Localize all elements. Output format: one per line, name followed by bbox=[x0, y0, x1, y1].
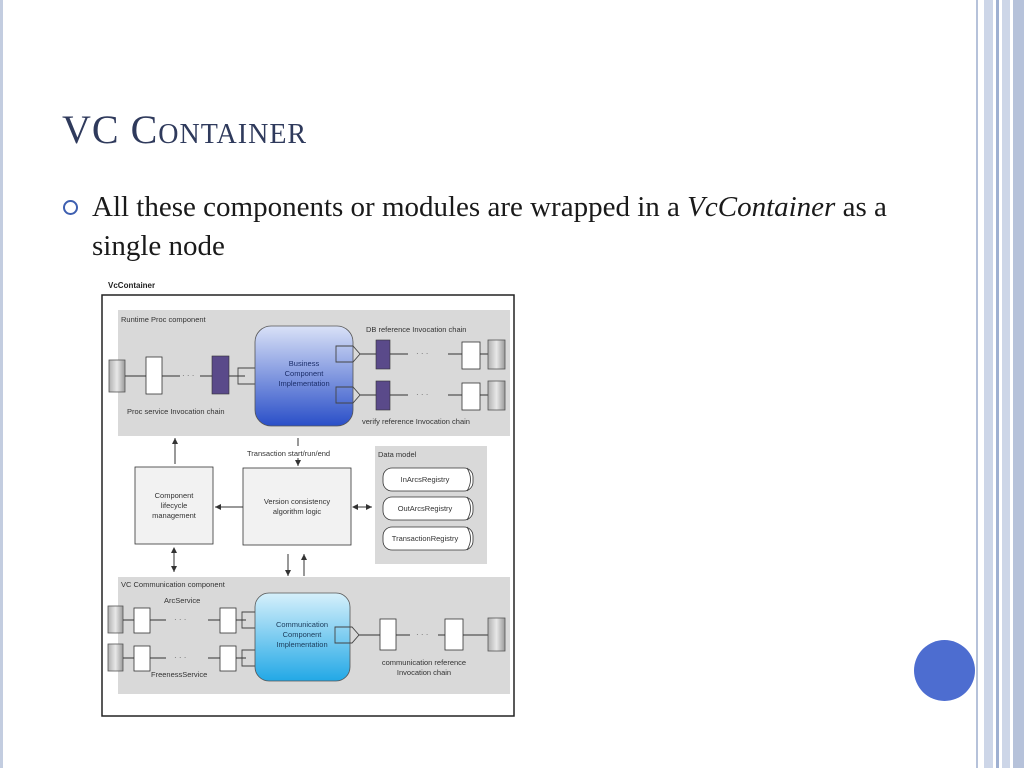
communication-label: VC Communication component bbox=[121, 580, 226, 589]
bullet-text-italic: VcContainer bbox=[687, 191, 836, 223]
invocation-node bbox=[133, 607, 151, 634]
freeness-service-port bbox=[107, 643, 124, 672]
registry-cylinder bbox=[382, 526, 474, 551]
ellipsis: · · · bbox=[174, 653, 186, 662]
purple-chain-node bbox=[211, 355, 230, 395]
communication-impl-line1: Communication bbox=[276, 620, 328, 629]
reference-interface-icon bbox=[334, 626, 360, 644]
arc-service-port bbox=[107, 605, 124, 634]
invocation-node bbox=[219, 607, 237, 634]
communication-invocation-label: Invocation chain bbox=[397, 668, 451, 677]
verify-reference-port bbox=[487, 380, 506, 411]
reference-interface-icon bbox=[335, 386, 361, 404]
invocation-node bbox=[444, 618, 464, 651]
right-decorative-bars bbox=[976, 0, 1024, 768]
invocation-node bbox=[461, 341, 481, 370]
vc-container-diagram: VcContainer Runtime Proc component · · ·… bbox=[90, 276, 530, 726]
ellipsis: · · · bbox=[174, 615, 186, 624]
lifecycle-line2: lifecycle bbox=[161, 501, 188, 510]
db-reference-node bbox=[375, 339, 391, 370]
communication-impl-box bbox=[254, 592, 351, 682]
data-model-label: Data model bbox=[378, 450, 417, 459]
version-logic-line1: Version consistency bbox=[264, 497, 331, 506]
communication-impl-line3: Implementation bbox=[276, 640, 327, 649]
freeness-service-label: FreenessService bbox=[151, 670, 207, 679]
business-impl-line2: Component bbox=[285, 369, 325, 378]
invocation-node bbox=[145, 356, 163, 395]
runtime-label: Runtime Proc component bbox=[121, 315, 207, 324]
invocation-node bbox=[461, 382, 481, 411]
invocation-node bbox=[133, 645, 151, 672]
ellipsis: · · · bbox=[416, 349, 428, 358]
proc-service-label: Proc service Invocation chain bbox=[127, 407, 225, 416]
proc-service-port bbox=[108, 359, 126, 393]
container-label: VcContainer bbox=[108, 281, 155, 290]
lifecycle-line1: Component bbox=[155, 491, 195, 500]
lifecycle-line3: management bbox=[152, 511, 197, 520]
invocation-node bbox=[379, 618, 397, 651]
registry-out-arcs: OutArcsRegistry bbox=[398, 504, 453, 513]
registry-cylinder bbox=[382, 496, 474, 521]
registry-cylinder bbox=[382, 467, 474, 492]
decorative-circle bbox=[914, 640, 975, 701]
transaction-label: Transaction start/run/end bbox=[247, 449, 330, 458]
registry-in-arcs: InArcsRegistry bbox=[401, 475, 450, 484]
business-impl-line3: Implementation bbox=[278, 379, 329, 388]
bullet-text-end: as a single node bbox=[92, 191, 887, 262]
db-reference-port bbox=[487, 339, 506, 370]
diagram-svg: VcContainer Runtime Proc component · · ·… bbox=[101, 281, 515, 717]
arc-service-label: ArcService bbox=[164, 596, 200, 605]
version-logic-box bbox=[242, 467, 352, 546]
verify-reference-label: verify reference Invocation chain bbox=[362, 417, 470, 426]
communication-impl-line2: Component bbox=[283, 630, 323, 639]
invocation-node bbox=[219, 645, 237, 672]
ellipsis: · · · bbox=[182, 371, 194, 380]
business-impl-box bbox=[254, 325, 354, 427]
left-border-rule bbox=[0, 0, 3, 768]
slide-title: VC Container bbox=[62, 107, 308, 152]
bullet-text: All these components or modules are wrap… bbox=[92, 188, 942, 266]
bullet-text-start: All these components or modules are wrap… bbox=[92, 191, 688, 223]
db-reference-label: DB reference Invocation chain bbox=[366, 325, 466, 334]
ellipsis: · · · bbox=[416, 390, 428, 399]
communication-reference-port bbox=[487, 617, 506, 652]
ellipsis: · · · bbox=[416, 630, 428, 639]
lifecycle-box bbox=[134, 466, 214, 545]
reference-interface-icon bbox=[335, 345, 361, 363]
registry-transaction: TransactionRegistry bbox=[392, 534, 459, 543]
business-impl-line1: Business bbox=[289, 359, 320, 368]
communication-reference-label: communication reference bbox=[382, 658, 466, 667]
bullet-icon bbox=[63, 200, 78, 215]
version-logic-line2: algorithm logic bbox=[273, 507, 322, 516]
verify-reference-node bbox=[375, 380, 391, 411]
